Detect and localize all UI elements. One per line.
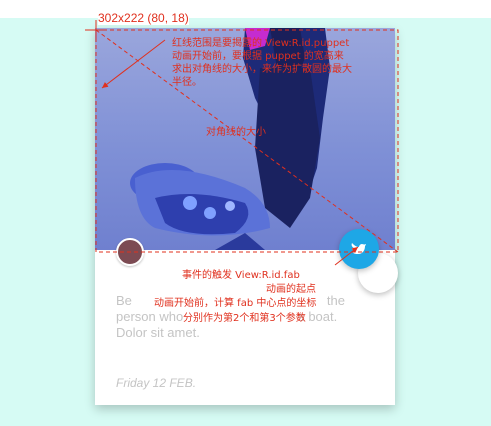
top-annotation-line: 半径。 — [172, 77, 202, 88]
card-body-text: Be the person who s boat. Dolor sit amet. — [116, 293, 366, 341]
fab-annotation-line2: 动画的起点 — [266, 284, 316, 295]
fab-annotation-line3: 动画开始前，计算 fab 中心点的坐标 — [154, 298, 317, 309]
fab-button[interactable] — [339, 229, 379, 269]
fab-annotation-line4: 分别作为第2个和第3个参数 — [183, 313, 306, 324]
top-annotation-line: 红线范围是要揭露的 View:R.id.puppet — [172, 38, 350, 49]
top-annotation-line: 求出对角线的大小，来作为扩散圆的最大 — [172, 64, 352, 75]
body-line1-start: Be — [116, 293, 132, 308]
card-date: Friday 12 FEB. — [116, 376, 197, 390]
puppet-illustration — [130, 28, 330, 250]
body-line3: Dolor sit amet. — [116, 325, 200, 340]
body-line1-end: the — [326, 293, 345, 308]
fab-annotation-line1: 事件的触发 View:R.id.fab — [182, 270, 300, 281]
top-annotation-line: 动画开始前，要根据 puppet 的宽高来 — [172, 51, 344, 62]
puppet-bounds — [95, 29, 399, 253]
dimension-label: 302x222 (80, 18) — [98, 11, 189, 25]
top-annotation: 红线范围是要揭露的 View:R.id.puppet 动画开始前，要根据 pup… — [172, 37, 352, 89]
body-line2-end: s boat. — [298, 309, 338, 324]
body-line2-start: person who — [116, 309, 184, 324]
diagonal-annotation: 对角线的大小 — [206, 127, 266, 138]
